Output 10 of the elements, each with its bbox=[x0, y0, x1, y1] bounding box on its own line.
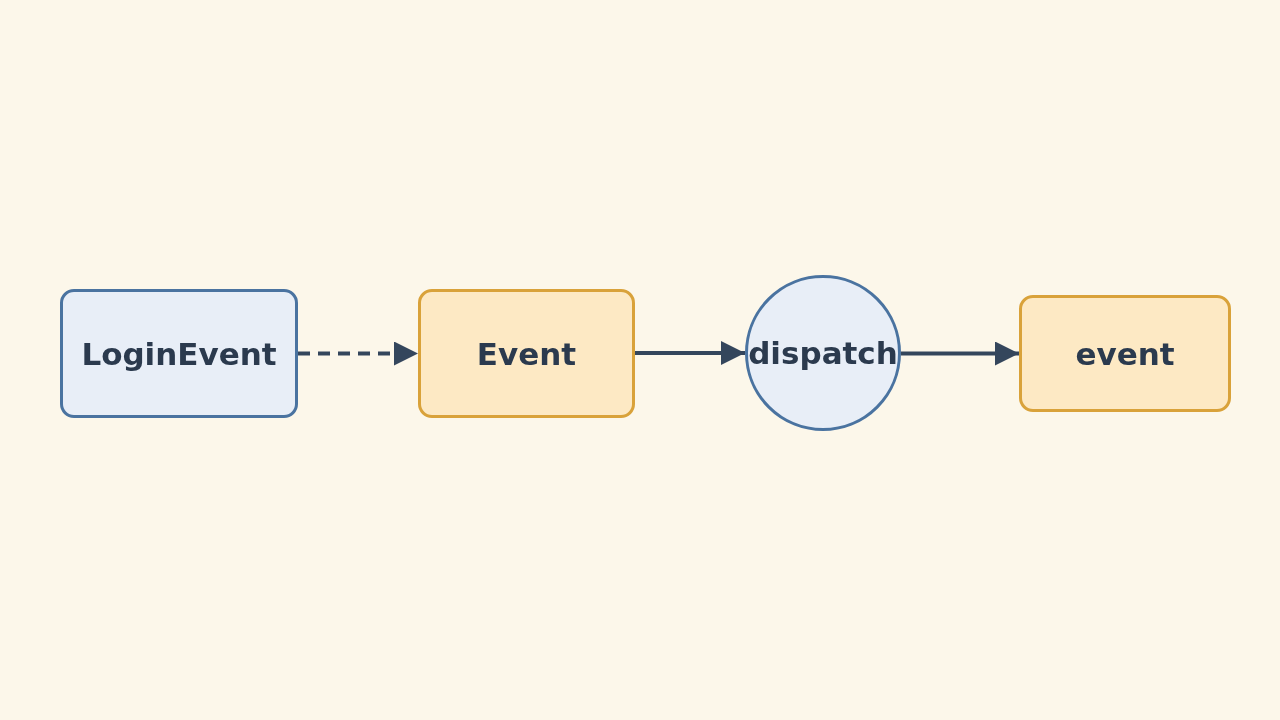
node-label: dispatch bbox=[748, 335, 898, 371]
process-box bbox=[60, 289, 298, 418]
arrow bbox=[901, 341, 1019, 366]
process-box bbox=[1019, 295, 1231, 412]
arrow bbox=[298, 341, 418, 366]
node-label: Event bbox=[476, 335, 577, 372]
node-label: event bbox=[1075, 335, 1175, 372]
process-box bbox=[418, 289, 635, 418]
arrow bbox=[635, 341, 745, 365]
node-label: LoginEvent bbox=[81, 335, 277, 372]
